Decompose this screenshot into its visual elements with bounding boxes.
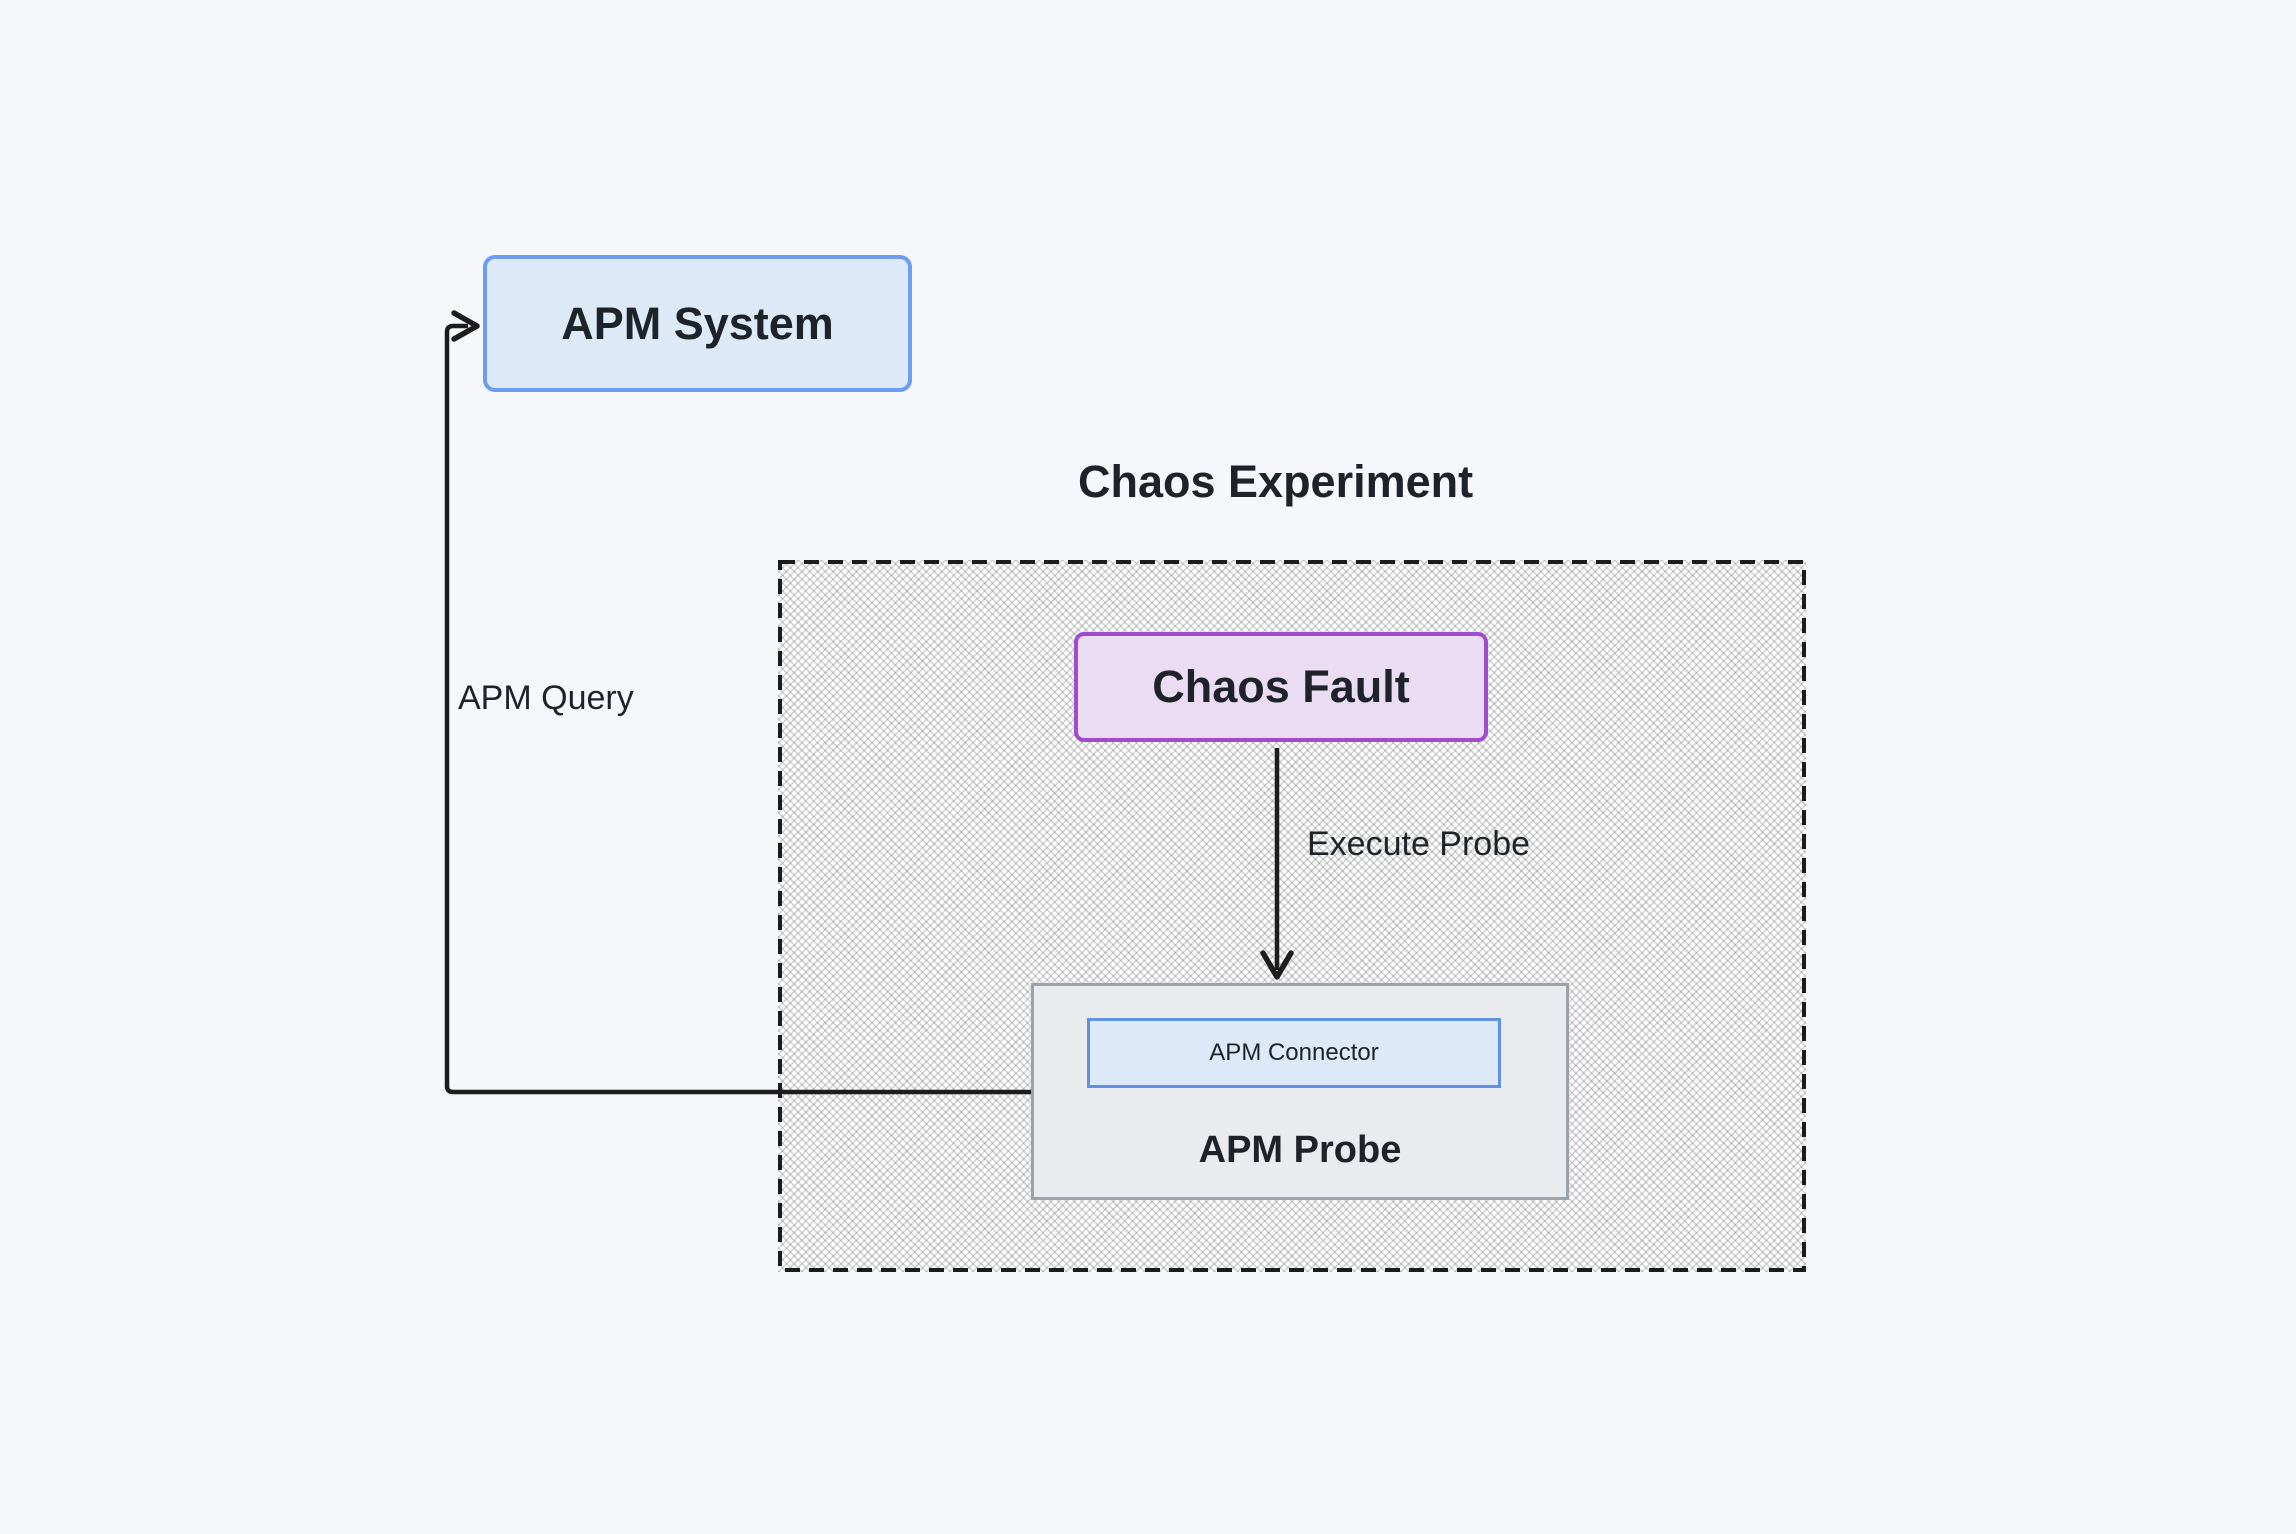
node-apm-system-label: APM System [561,297,834,349]
node-apm-probe-label: APM Probe [1198,1129,1402,1171]
node-chaos-fault: Chaos Fault [1074,632,1488,742]
node-apm-connector-label: APM Connector [1209,1039,1379,1066]
node-apm-system: APM System [483,255,912,392]
edge-label-apm-query: APM Query [458,679,634,717]
node-chaos-fault-label: Chaos Fault [1152,661,1410,712]
node-apm-probe: APM Connector APM Probe [1031,983,1569,1200]
edge-apm-query-arrowhead [451,310,480,342]
edge-label-execute-probe: Execute Probe [1307,825,1531,863]
node-apm-connector: APM Connector [1087,1018,1501,1088]
chaos-experiment-title: Chaos Experiment [1078,456,1474,507]
